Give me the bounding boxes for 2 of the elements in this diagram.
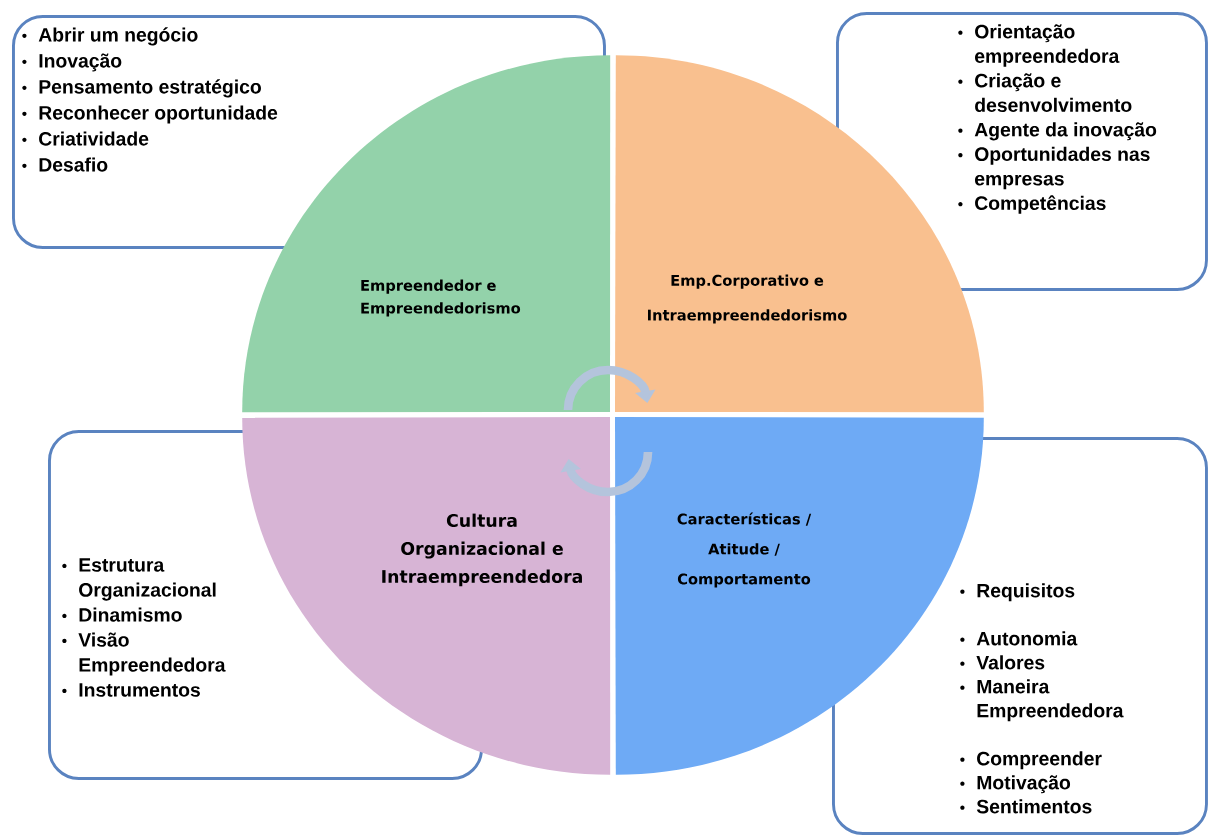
quadrant: Cultura Organizacional e Intraempreendedora — [242, 417, 611, 775]
curved-arrow — [560, 451, 653, 497]
